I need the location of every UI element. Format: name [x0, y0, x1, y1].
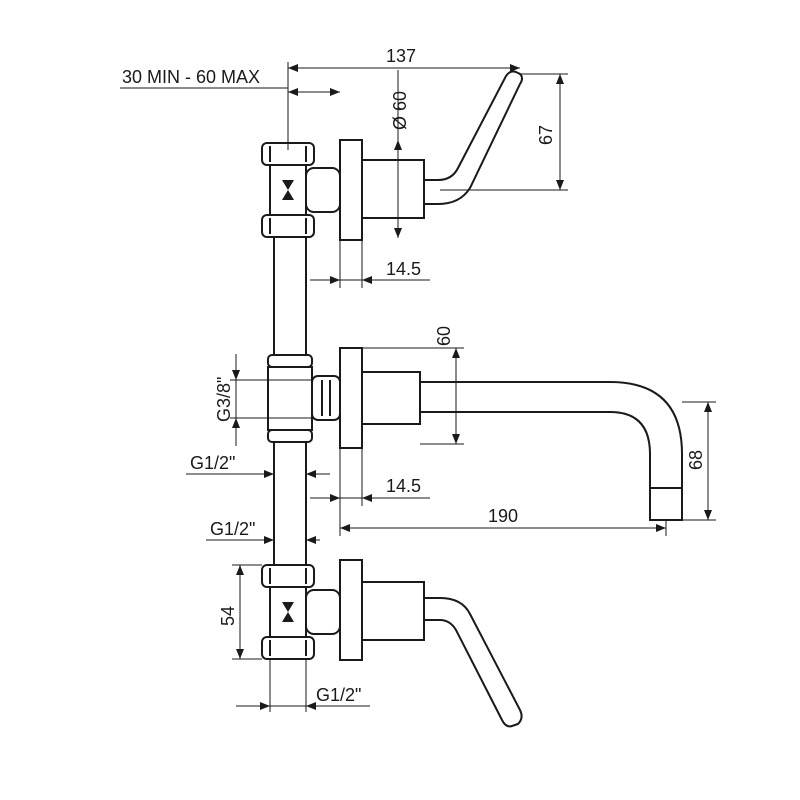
rosette-depth-middle-label: 14.5	[386, 476, 421, 496]
dim-inlet-thread-upper	[186, 470, 330, 478]
outlet-thread-label: G3/8"	[214, 377, 234, 422]
upper-rosette	[339, 139, 425, 241]
dim-wall-range	[120, 62, 340, 150]
upper-lever	[423, 70, 523, 205]
rosette-diameter-label: Ø 60	[390, 91, 410, 130]
spout	[419, 381, 683, 521]
inlet-thread-upper-label: G1/2"	[190, 453, 235, 473]
spout-rosette-height-label: 60	[434, 326, 454, 346]
flow-arrow-icon	[282, 180, 294, 190]
dim-total-width	[288, 64, 520, 72]
dim-spout-drop	[682, 401, 716, 521]
dim-spout-rosette-height	[362, 347, 464, 445]
rosette-depth-top-label: 14.5	[386, 259, 421, 279]
flow-arrow-icon	[282, 602, 294, 612]
upper-valve	[261, 142, 341, 238]
total-width-label: 137	[386, 46, 416, 66]
dim-spout-length	[339, 506, 667, 536]
dim-inlet-thread-bottom	[236, 659, 370, 712]
dim-valve-height	[232, 564, 262, 660]
lower-lever	[423, 597, 523, 728]
middle-tee	[267, 366, 341, 431]
spout-rosette	[339, 347, 421, 449]
spout-length-label: 190	[488, 506, 518, 526]
dim-rosette-depth-top	[310, 240, 430, 288]
valve-height-label: 54	[218, 606, 238, 626]
dim-outlet-thread	[230, 354, 312, 446]
dim-lever-height	[440, 73, 568, 191]
spout-drop-label: 68	[686, 450, 706, 470]
dim-inlet-thread-lower	[206, 536, 320, 544]
dim-rosette-diameter	[394, 70, 402, 238]
inlet-thread-lower-label: G1/2"	[210, 519, 255, 539]
lower-valve	[261, 564, 341, 660]
lower-rosette	[339, 559, 425, 661]
dim-rosette-depth-middle	[310, 448, 430, 506]
inlet-thread-bottom-label: G1/2"	[316, 685, 361, 705]
lever-height-label: 67	[536, 125, 556, 145]
wall-range-label: 30 MIN - 60 MAX	[122, 67, 260, 87]
